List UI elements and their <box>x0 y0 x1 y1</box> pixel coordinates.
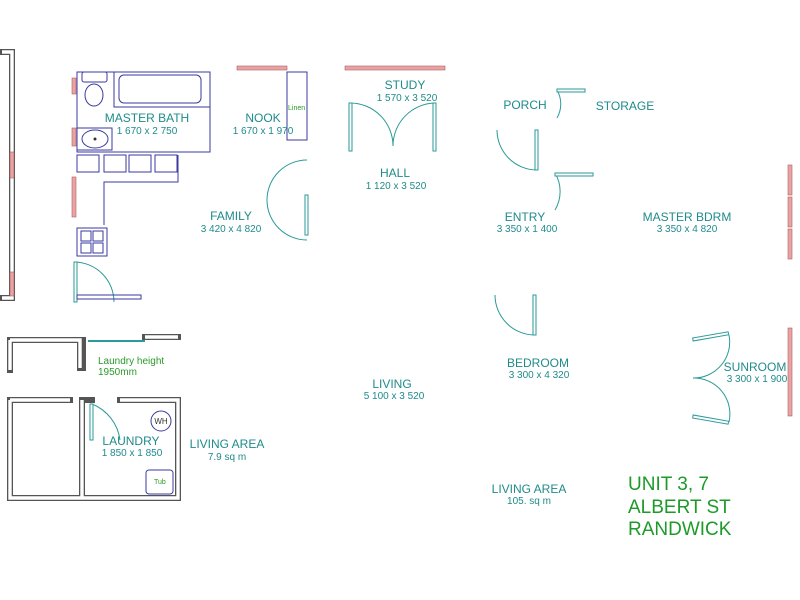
bathtub <box>113 71 211 108</box>
room-dims-nook: 1 670 x 1 970 <box>233 126 294 137</box>
laundry-height-value: 1950mm <box>98 367 137 378</box>
water-heater-icon <box>150 410 172 432</box>
room-name-master-bath: MASTER BATH <box>105 111 189 125</box>
linen-cupboard <box>286 71 308 141</box>
room-name-entry: ENTRY <box>505 210 545 224</box>
water-heater-label: WH <box>154 417 168 426</box>
laundry-area-value: 7.9 sq m <box>208 452 246 463</box>
room-dims-master-bdrm: 3 350 x 4 820 <box>657 224 718 235</box>
windows <box>71 65 793 417</box>
room-name-nook: NOOK <box>245 111 280 125</box>
room-dims-sunroom: 3 300 x 1 900 <box>727 374 788 385</box>
room-name-porch: PORCH <box>503 98 546 112</box>
tub-label: Tub <box>154 479 166 486</box>
address-line-3: RANDWICK <box>628 519 732 540</box>
room-name-storage: STORAGE <box>596 99 654 113</box>
toilet-cistern <box>81 71 108 83</box>
room-name-bedroom: BEDROOM <box>507 356 569 370</box>
laundry-tub-icon <box>145 469 174 495</box>
stove-icon <box>76 227 108 257</box>
fixtures <box>76 71 308 300</box>
room-dims-hall: 1 120 x 3 520 <box>366 181 427 192</box>
doors <box>73 88 731 425</box>
room-dims-study: 1 570 x 3 520 <box>377 93 438 104</box>
main-area-value: 105. sq m <box>507 496 551 507</box>
neighbor-wall-fragment <box>0 49 15 301</box>
room-labels: MASTER BATH 1 670 x 2 750 NOOK 1 670 x 1… <box>98 78 788 507</box>
room-dims-living: 5 100 x 3 520 <box>364 391 425 402</box>
address-line-2: ALBERT ST <box>628 497 731 518</box>
linen-label: Linen <box>288 105 305 112</box>
address-line-1: UNIT 3, 7 <box>628 474 709 495</box>
toilet <box>84 83 104 107</box>
room-dims-master-bath: 1 670 x 2 750 <box>117 126 178 137</box>
room-name-hall: HALL <box>380 166 410 180</box>
room-name-laundry: LAUNDRY <box>102 434 159 448</box>
room-name-living: LIVING <box>372 377 411 391</box>
room-dims-laundry: 1 850 x 1 850 <box>102 448 163 459</box>
basin-icon <box>81 129 109 149</box>
main-area-label: LIVING AREA <box>492 482 567 496</box>
room-dims-family: 3 420 x 4 820 <box>201 224 262 235</box>
room-dims-entry: 3 350 x 1 400 <box>497 224 558 235</box>
room-name-study: STUDY <box>385 78 426 92</box>
room-name-family: FAMILY <box>210 209 252 223</box>
room-dims-bedroom: 3 300 x 4 320 <box>509 370 570 381</box>
laundry-height-label: Laundry height <box>98 356 164 367</box>
laundry-building <box>7 334 181 501</box>
address-block: UNIT 3, 7 ALBERT ST RANDWICK <box>628 474 732 540</box>
room-name-sunroom: SUNROOM <box>724 360 787 374</box>
room-name-master-bdrm: MASTER BDRM <box>643 210 732 224</box>
laundry-area-label: LIVING AREA <box>190 437 265 451</box>
